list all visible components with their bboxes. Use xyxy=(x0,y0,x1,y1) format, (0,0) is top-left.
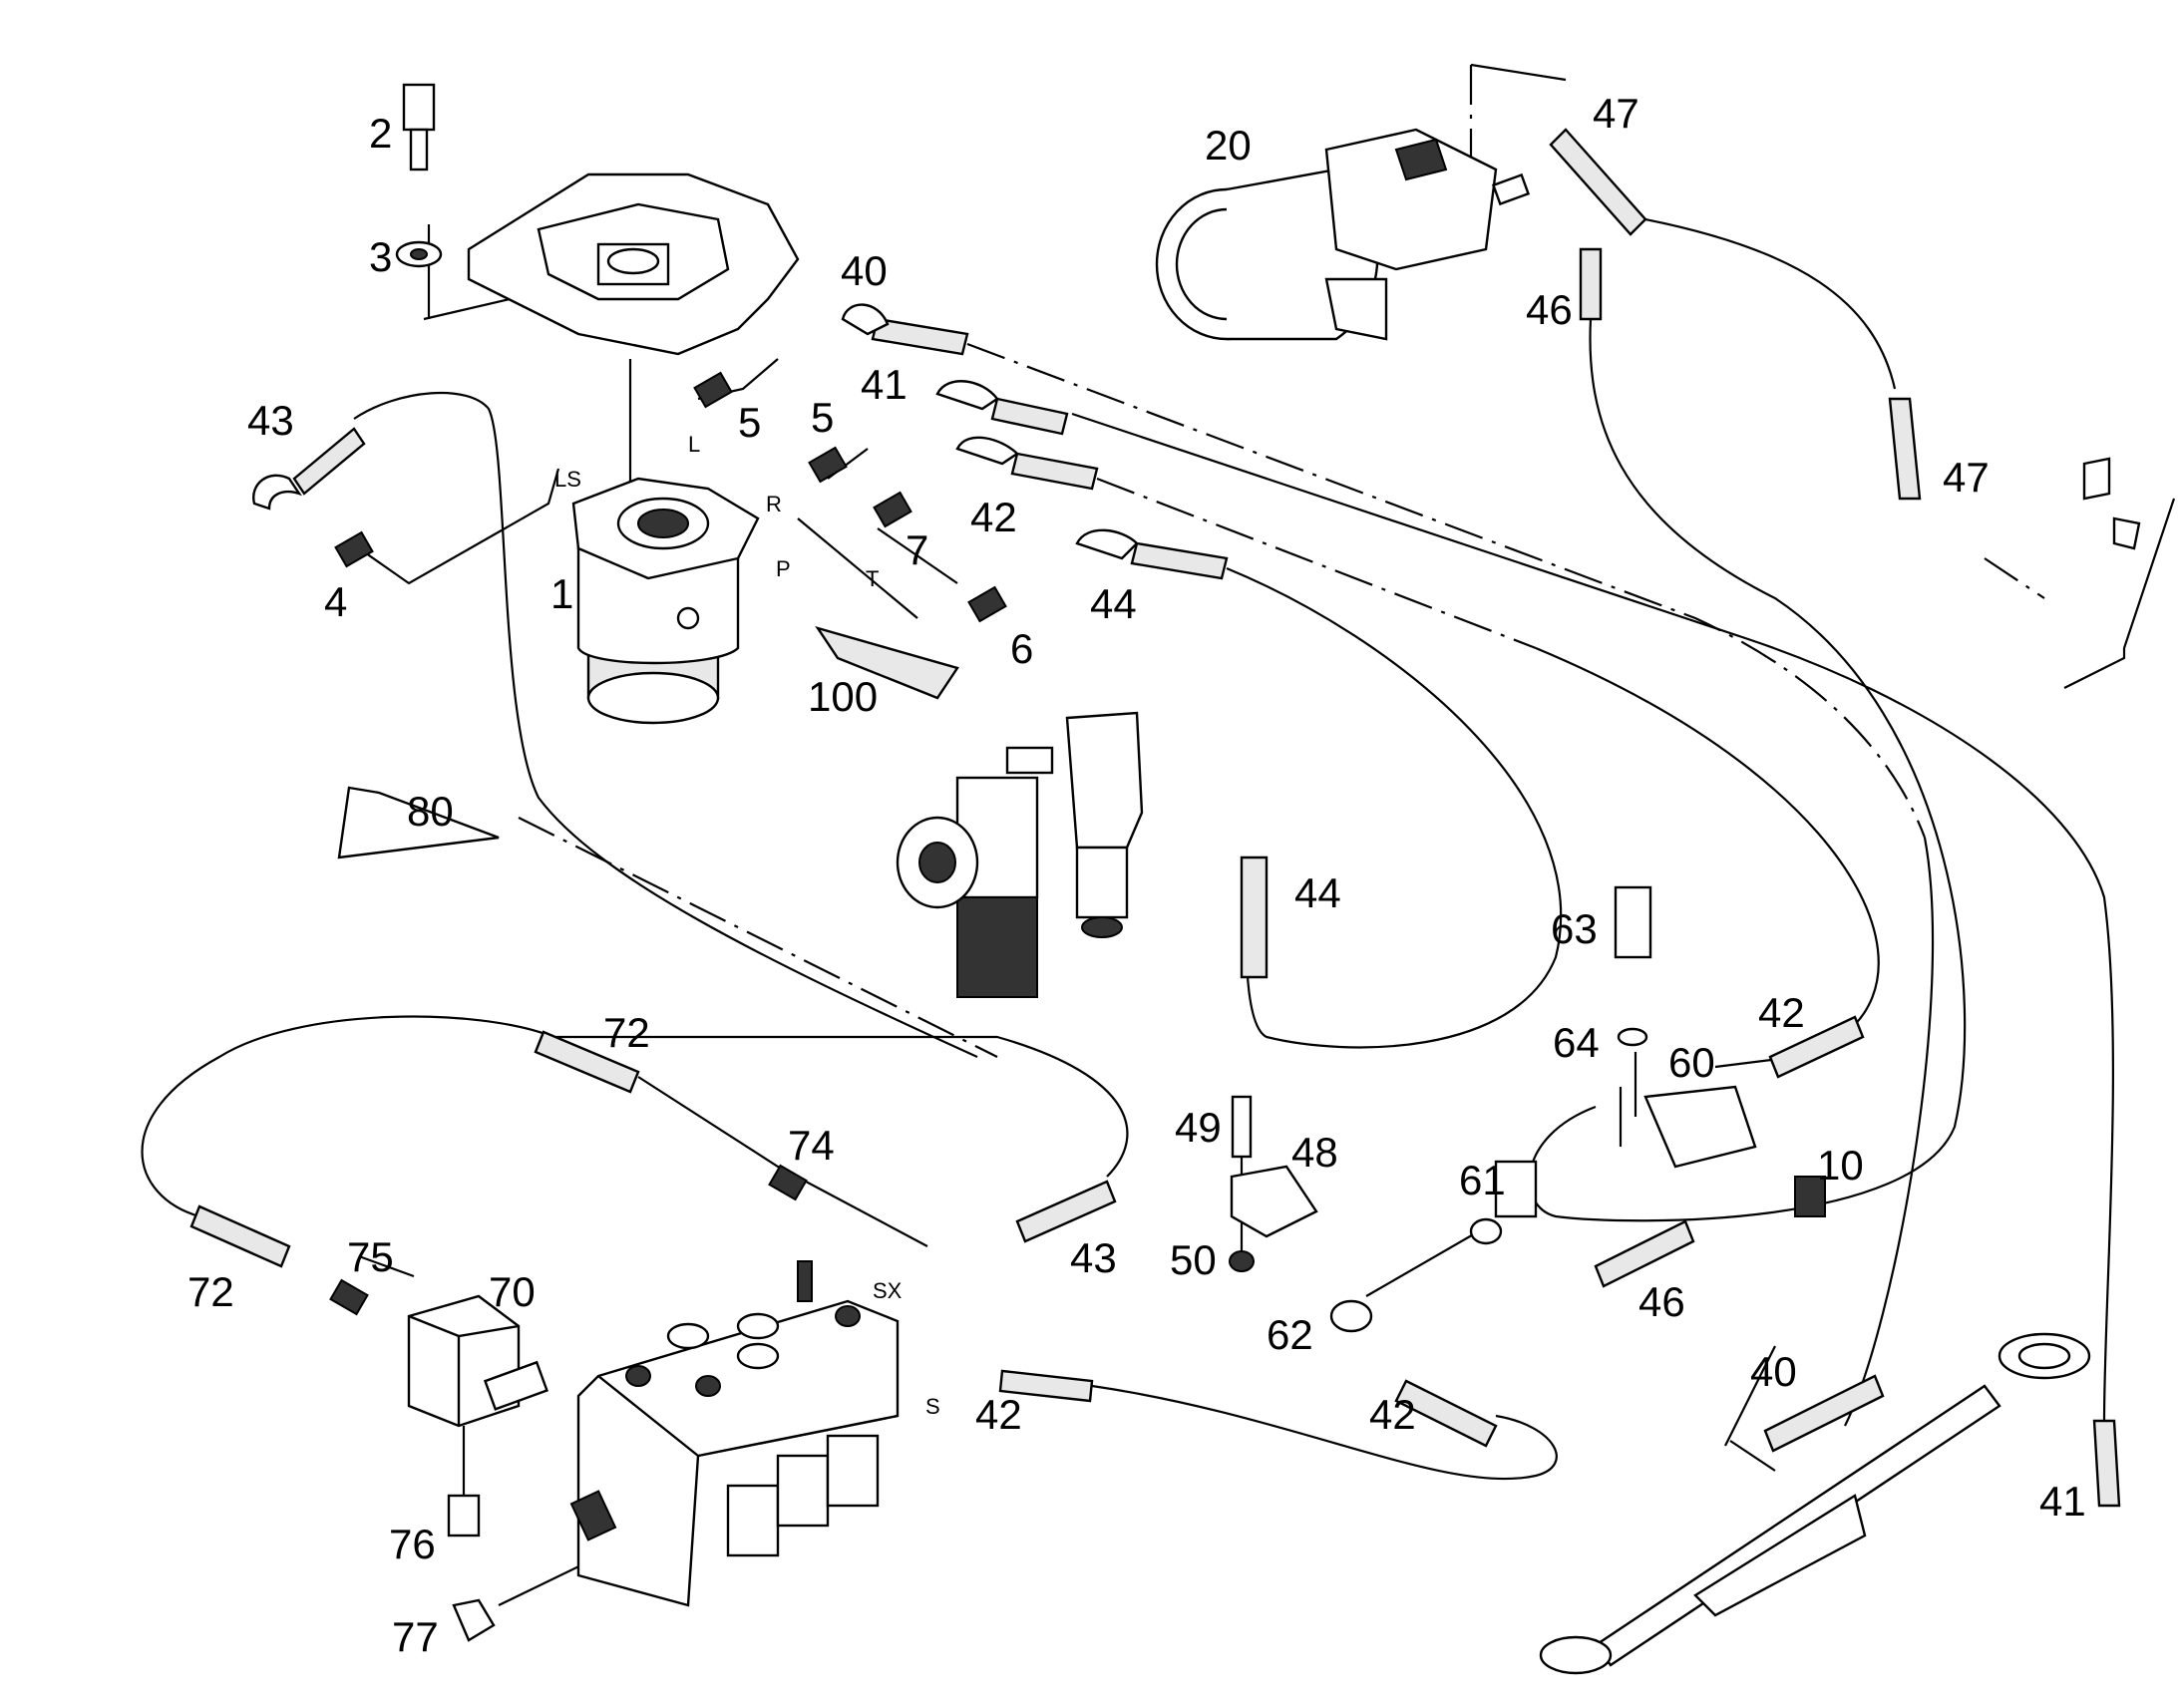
part-label-6: 6 xyxy=(1010,625,1033,672)
part-label-50: 50 xyxy=(1170,1236,1217,1283)
port-t-label: T xyxy=(866,566,879,591)
filter-valve-group xyxy=(896,711,1144,998)
part-label-46b: 46 xyxy=(1638,1278,1685,1325)
part-label-77: 77 xyxy=(392,1613,439,1660)
part-label-43a: 43 xyxy=(247,397,294,444)
hose-segments xyxy=(189,128,2121,1508)
part-label-42b: 42 xyxy=(1758,989,1805,1036)
part-label-100: 100 xyxy=(808,673,878,720)
control-valve-block xyxy=(569,1260,900,1607)
port-s-label: S xyxy=(925,1394,940,1419)
port-p-label: P xyxy=(776,556,791,581)
part-label-42c: 42 xyxy=(975,1391,1022,1438)
hydraulic-pump-motor xyxy=(1155,128,1531,341)
part-label-1: 1 xyxy=(550,570,573,617)
part-label-4: 4 xyxy=(324,578,347,625)
part-label-46a: 46 xyxy=(1526,286,1573,333)
part-label-74: 74 xyxy=(788,1122,835,1169)
part-label-42d: 42 xyxy=(1369,1391,1416,1438)
part-label-64: 64 xyxy=(1553,1019,1600,1066)
part-label-76: 76 xyxy=(389,1521,436,1567)
part-label-40a: 40 xyxy=(841,247,888,294)
part-label-47a: 47 xyxy=(1593,90,1639,137)
part-label-80: 80 xyxy=(407,788,454,835)
steering-cylinder xyxy=(1539,1332,2091,1675)
part-label-44a: 44 xyxy=(1090,580,1137,627)
port-sx-label: SX xyxy=(873,1278,903,1303)
part-label-41a: 41 xyxy=(861,361,908,408)
part-label-60: 60 xyxy=(1668,1039,1715,1086)
part-label-42a: 42 xyxy=(970,494,1017,540)
part-label-5a: 5 xyxy=(738,399,761,446)
part-label-7: 7 xyxy=(906,526,928,573)
part-label-75: 75 xyxy=(347,1233,394,1280)
inline-filter xyxy=(407,1294,548,1428)
part-label-5b: 5 xyxy=(811,394,834,441)
port-l-label: L xyxy=(688,432,700,457)
part-label-62: 62 xyxy=(1267,1311,1313,1358)
steering-unit xyxy=(571,477,760,725)
part-label-10: 10 xyxy=(1817,1142,1864,1189)
part-label-44b: 44 xyxy=(1294,869,1341,916)
port-labels: LS L R P T SX S xyxy=(554,432,940,1419)
part-label-41b: 41 xyxy=(2039,1478,2086,1525)
port-ls-label: LS xyxy=(554,467,581,492)
part-label-40b: 40 xyxy=(1750,1348,1797,1395)
part-label-43b: 43 xyxy=(1070,1234,1117,1281)
part-label-72a: 72 xyxy=(603,1009,650,1056)
part-label-49: 49 xyxy=(1175,1104,1222,1151)
part-label-72b: 72 xyxy=(187,1268,234,1315)
part-label-70: 70 xyxy=(489,1268,536,1315)
part-label-20: 20 xyxy=(1205,122,1252,169)
part-label-47b: 47 xyxy=(1943,454,1990,501)
port-r-label: R xyxy=(766,492,782,516)
part-label-48: 48 xyxy=(1291,1129,1338,1176)
part-label-61: 61 xyxy=(1459,1157,1506,1203)
fittings xyxy=(329,83,2176,1642)
steering-mounting-plate xyxy=(467,172,800,356)
part-label-3: 3 xyxy=(369,233,392,280)
part-label-63: 63 xyxy=(1551,905,1598,952)
part-number-labels: 1 2 3 4 5 5 6 7 10 20 40 40 41 41 42 42 … xyxy=(187,90,2086,1660)
part-label-2: 2 xyxy=(369,110,392,157)
